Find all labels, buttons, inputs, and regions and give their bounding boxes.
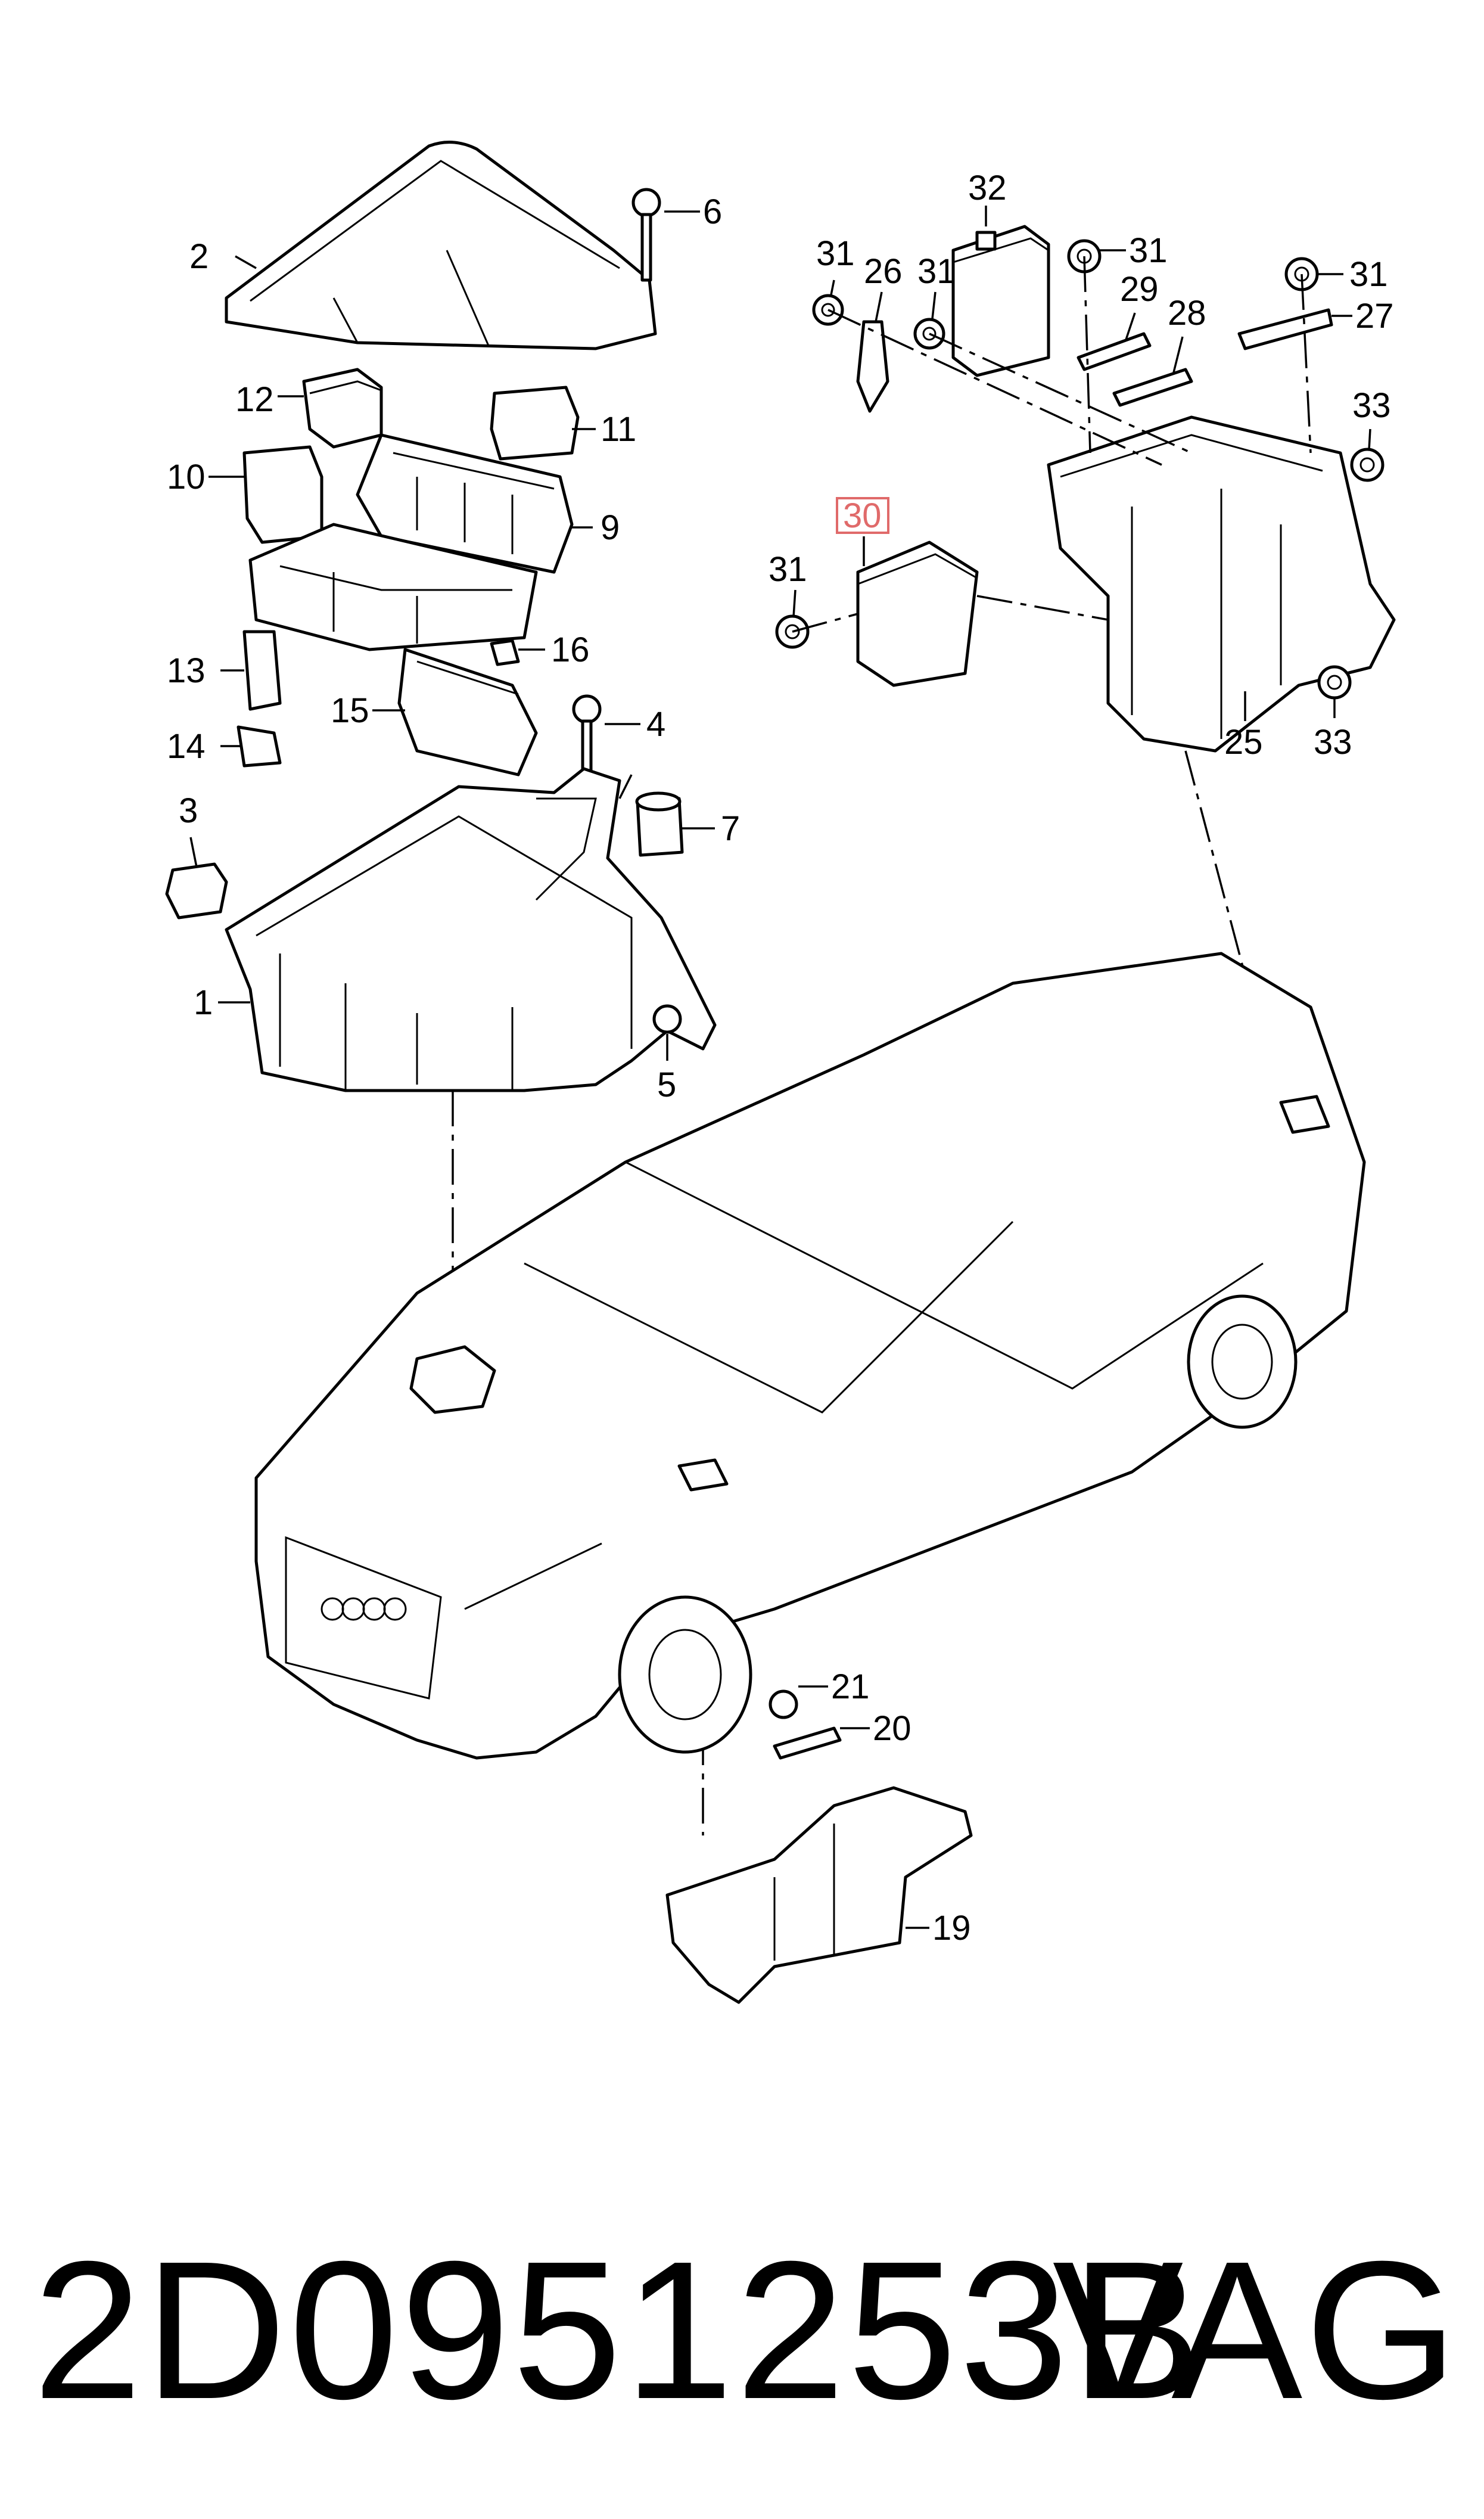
terminal-20[interactable] xyxy=(773,1726,842,1760)
callout-5: 5 xyxy=(657,1066,676,1104)
callout-30-highlight xyxy=(836,497,889,534)
bracket-19[interactable] xyxy=(665,1786,973,2004)
callout-31-d: 31 xyxy=(1349,255,1388,294)
leader-lines xyxy=(189,206,1371,1929)
busbar-29[interactable] xyxy=(1077,332,1152,371)
callout-28: 28 xyxy=(1168,294,1206,333)
callout-7: 7 xyxy=(721,809,740,848)
fuse-27[interactable] xyxy=(1237,308,1333,350)
assembly-line xyxy=(452,256,1312,1835)
callout-33-a: 33 xyxy=(1352,386,1391,425)
relay-30[interactable] xyxy=(856,541,979,687)
distributor-25[interactable] xyxy=(1047,415,1396,753)
callout-31-a: 31 xyxy=(816,234,855,273)
callout-20: 20 xyxy=(873,1709,911,1748)
fuse-holder-11[interactable] xyxy=(490,386,580,461)
callout-32: 32 xyxy=(968,169,1007,207)
cap-7[interactable] xyxy=(635,791,684,857)
callout-3: 3 xyxy=(179,791,198,830)
callout-13: 13 xyxy=(167,651,206,690)
callout-31-b: 31 xyxy=(917,252,956,291)
nut-33-a[interactable] xyxy=(1350,448,1385,482)
callout-12: 12 xyxy=(235,380,274,419)
callout-16: 16 xyxy=(551,630,590,669)
callout-27: 27 xyxy=(1355,297,1394,336)
callout-2: 2 xyxy=(189,237,209,276)
relay-holder-10[interactable] xyxy=(242,445,323,544)
bolt-4[interactable] xyxy=(572,694,602,776)
callout-26: 26 xyxy=(864,252,903,291)
fuse-box-housing[interactable] xyxy=(225,767,717,1092)
callout-14: 14 xyxy=(167,727,206,766)
callout-19: 19 xyxy=(932,1909,971,1948)
callout-21: 21 xyxy=(831,1667,870,1706)
callout-29: 29 xyxy=(1120,270,1159,309)
fuse-box-cover[interactable] xyxy=(225,141,657,350)
nut-5[interactable] xyxy=(652,1004,682,1034)
callout-30[interactable]: 30 xyxy=(843,496,882,535)
fuse-26[interactable] xyxy=(856,320,889,413)
part-number: 2D0951253B xyxy=(33,2220,1205,2440)
car-outline xyxy=(254,952,1366,1760)
relay-carrier-9[interactable] xyxy=(356,433,574,574)
callout-1: 1 xyxy=(194,983,213,1022)
callout-31-e: 31 xyxy=(769,550,807,589)
busbar-28[interactable] xyxy=(1112,368,1193,407)
callout-11: 11 xyxy=(601,410,636,449)
fuse-16[interactable] xyxy=(490,639,520,666)
callout-31-c: 31 xyxy=(1129,231,1168,270)
module-32[interactable] xyxy=(951,225,1050,377)
callout-10: 10 xyxy=(167,458,206,496)
relay-block-lower[interactable] xyxy=(248,523,538,651)
callout-9: 9 xyxy=(601,508,620,547)
nut-33-b[interactable] xyxy=(1317,665,1352,700)
screw-6[interactable] xyxy=(631,188,661,282)
callout-33-b: 33 xyxy=(1314,723,1352,762)
parts-diagram: 2 6 12 11 10 9 13 14 16 15 4 3 7 1 5 31 … xyxy=(165,141,1396,2004)
callout-4: 4 xyxy=(646,705,665,744)
callout-6: 6 xyxy=(703,192,722,231)
fuse-13[interactable] xyxy=(242,630,282,711)
nut-21[interactable] xyxy=(769,1689,798,1719)
fuse-14[interactable] xyxy=(237,725,282,768)
grommet-3[interactable] xyxy=(165,862,228,920)
relay-12[interactable] xyxy=(302,368,383,449)
brand-name: VAG xyxy=(1052,2220,1460,2440)
callout-25: 25 xyxy=(1224,723,1263,762)
fuse-block-15[interactable] xyxy=(397,648,538,776)
callout-15: 15 xyxy=(331,691,369,730)
